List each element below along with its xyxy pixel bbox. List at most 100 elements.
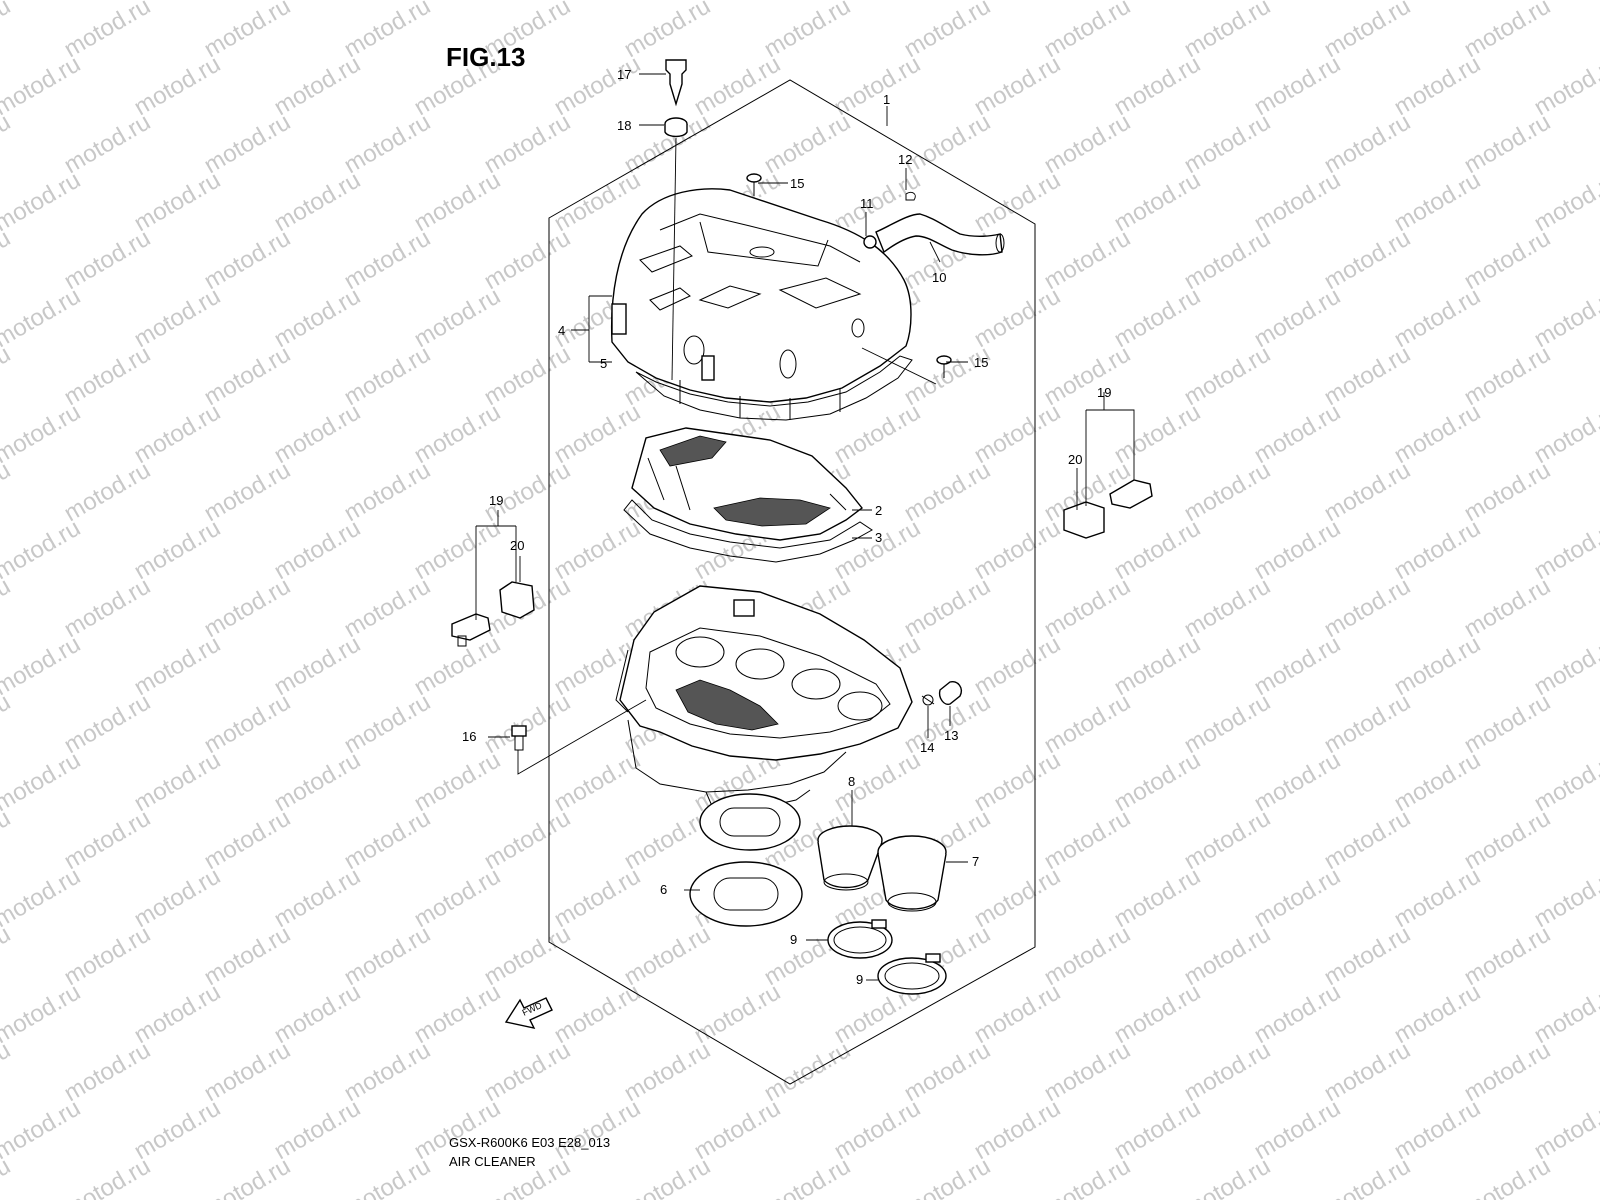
watermark-text: motod.ru bbox=[550, 514, 646, 585]
watermark-text: motod.ru bbox=[550, 1094, 646, 1165]
watermark-text: motod.ru bbox=[0, 398, 85, 469]
watermark-text: motod.ru bbox=[200, 456, 296, 527]
watermark-text: motod.ru bbox=[1320, 1036, 1416, 1107]
watermark-text: motod.ru bbox=[830, 50, 926, 121]
watermark-text: motod.ru bbox=[1250, 514, 1346, 585]
watermark-text: motod.ru bbox=[340, 804, 436, 875]
watermark-text: motod.ru bbox=[900, 1152, 996, 1200]
watermark-text: motod.ru bbox=[1040, 804, 1136, 875]
watermark-text: motod.ru bbox=[1460, 572, 1556, 643]
watermark-text: motod.ru bbox=[970, 166, 1066, 237]
watermark-text: motod.ru bbox=[200, 224, 296, 295]
callout-20-left: 20 bbox=[510, 538, 524, 553]
watermark-text: motod.ru bbox=[60, 224, 156, 295]
watermark-text: motod.ru bbox=[1390, 978, 1486, 1049]
watermark-text: motod.ru bbox=[130, 166, 226, 237]
model-code: GSX-R600K6 E03 E28_013 bbox=[449, 1135, 610, 1150]
watermark-text: motod.ru bbox=[1460, 224, 1556, 295]
watermark-text: motod.ru bbox=[1180, 1036, 1276, 1107]
watermark-text: motod.ru bbox=[60, 108, 156, 179]
watermark-text: motod.ru bbox=[200, 0, 296, 63]
watermark-text: motod.ru bbox=[1040, 920, 1136, 991]
watermark-text: motod.ru bbox=[760, 1036, 856, 1107]
callout-15-right: 15 bbox=[974, 355, 988, 370]
watermark-text: motod.ru bbox=[0, 0, 15, 63]
watermark-text: motod.ru bbox=[270, 50, 366, 121]
watermark-text: motod.ru bbox=[0, 108, 15, 179]
breather-hose bbox=[863, 191, 1005, 256]
watermark-text: motod.ru bbox=[0, 978, 85, 1049]
watermark-text: motod.ru bbox=[270, 862, 366, 933]
callout-17: 17 bbox=[617, 67, 631, 82]
watermark-text: motod.ru bbox=[1390, 630, 1486, 701]
watermark-text: motod.ru bbox=[340, 1036, 436, 1107]
watermark-text: motod.ru bbox=[0, 804, 15, 875]
watermark-text: motod.ru bbox=[1180, 340, 1276, 411]
watermark-text: motod.ru bbox=[1110, 514, 1206, 585]
callout-7: 7 bbox=[972, 854, 979, 869]
watermark-text: motod.ru bbox=[1110, 166, 1206, 237]
watermark-text: motod.ru bbox=[410, 398, 506, 469]
watermark-text: motod.ru bbox=[620, 1036, 716, 1107]
watermark-text: motod.ru bbox=[0, 920, 15, 991]
watermark-text: motod.ru bbox=[60, 456, 156, 527]
watermark-text: motod.ru bbox=[270, 514, 366, 585]
watermark-text: motod.ru bbox=[1180, 224, 1276, 295]
rubber-left bbox=[499, 581, 535, 619]
watermark-text: motod.ru bbox=[1390, 862, 1486, 933]
watermark-text: motod.ru bbox=[480, 456, 576, 527]
watermark-text: motod.ru bbox=[970, 862, 1066, 933]
watermark-text: motod.ru bbox=[1320, 108, 1416, 179]
intake-funnels bbox=[817, 825, 947, 912]
watermark-text: motod.ru bbox=[270, 398, 366, 469]
callout-19-left: 19 bbox=[489, 493, 503, 508]
watermark-text: motod.ru bbox=[1110, 282, 1206, 353]
watermark-text: motod.ru bbox=[1180, 0, 1276, 63]
upper-case-part bbox=[610, 188, 913, 421]
watermark-text: motod.ru bbox=[1250, 978, 1346, 1049]
watermark-text: motod.ru bbox=[1040, 340, 1136, 411]
watermark-text: motod.ru bbox=[340, 572, 436, 643]
watermark-text: motod.ru bbox=[620, 108, 716, 179]
watermark-text: motod.ru bbox=[130, 50, 226, 121]
section-name: AIR CLEANER bbox=[449, 1154, 536, 1169]
watermark-text: motod.ru bbox=[0, 0, 85, 5]
watermark-text: motod.ru bbox=[1320, 456, 1416, 527]
watermark-text: motod.ru bbox=[0, 630, 85, 701]
watermark-text: motod.ru bbox=[270, 630, 366, 701]
callout-8: 8 bbox=[848, 774, 855, 789]
watermark-text: motod.ru bbox=[130, 630, 226, 701]
watermark-text: motod.ru bbox=[1040, 1036, 1136, 1107]
watermark-text: motod.ru bbox=[0, 224, 15, 295]
watermark-text: motod.ru bbox=[0, 1094, 85, 1165]
watermark-text: motod.ru bbox=[1390, 50, 1486, 121]
watermark-text: motod.ru bbox=[620, 0, 716, 63]
callout-1: 1 bbox=[883, 92, 890, 107]
watermark-text: motod.ru bbox=[0, 1036, 15, 1107]
watermark-text: motod.ru bbox=[1320, 572, 1416, 643]
callout-10: 10 bbox=[932, 270, 946, 285]
watermark-text: motod.ru bbox=[1460, 688, 1556, 759]
watermark-text: motod.ru bbox=[0, 746, 85, 817]
watermark-text: motod.ru bbox=[340, 920, 436, 991]
watermark-text: motod.ru bbox=[830, 398, 926, 469]
watermark-text: motod.ru bbox=[1040, 224, 1136, 295]
watermark-text: motod.ru bbox=[200, 1036, 296, 1107]
watermark-text: motod.ru bbox=[1110, 746, 1206, 817]
watermark-text: motod.ru bbox=[480, 224, 576, 295]
callout-16: 16 bbox=[462, 729, 476, 744]
watermark-text: motod.ru bbox=[340, 224, 436, 295]
watermark-text: motod.ru bbox=[550, 862, 646, 933]
watermark-text: motod.ru bbox=[130, 862, 226, 933]
watermark-text: motod.ru bbox=[410, 630, 506, 701]
watermark-text: motod.ru bbox=[1180, 108, 1276, 179]
watermark-text: motod.ru bbox=[410, 514, 506, 585]
watermark-text: motod.ru bbox=[270, 1094, 366, 1165]
watermark-text: motod.ru bbox=[1390, 746, 1486, 817]
watermark-text: motod.ru bbox=[1320, 1152, 1416, 1200]
watermark-text: motod.ru bbox=[550, 746, 646, 817]
watermark-text: motod.ru bbox=[410, 166, 506, 237]
watermark-text: motod.ru bbox=[1180, 804, 1276, 875]
callout-18: 18 bbox=[617, 118, 631, 133]
